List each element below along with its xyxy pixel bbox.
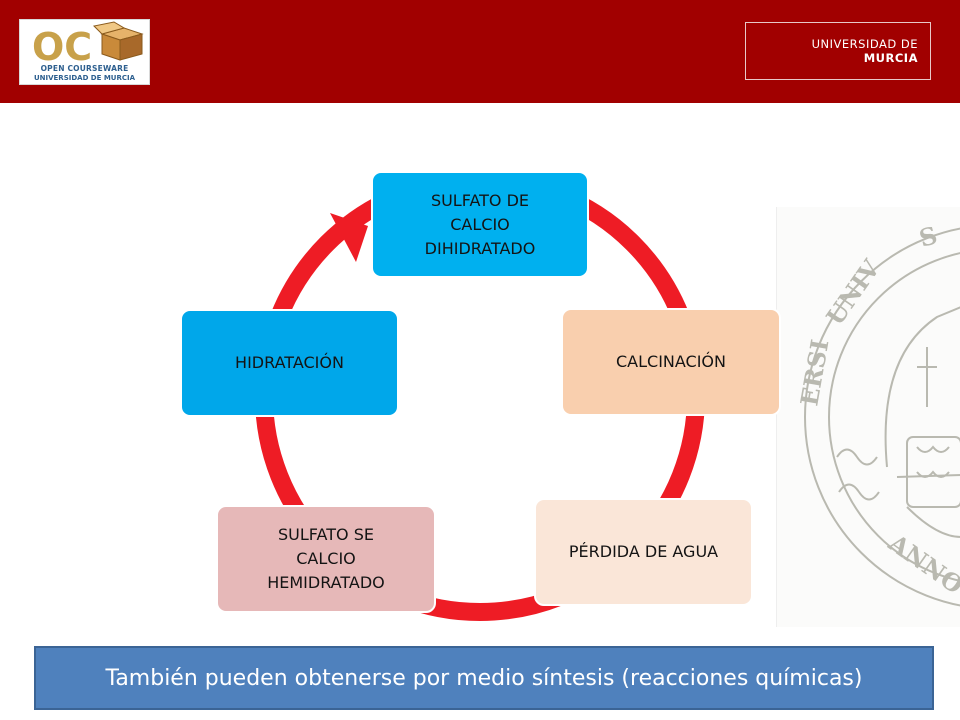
cycle-arrowhead [330, 213, 368, 262]
oc-mark: OC [32, 25, 92, 64]
oc-logo-line1: OPEN COURSEWARE [40, 64, 129, 73]
footer-text: También pueden obtenerse por medio sínte… [105, 665, 863, 691]
universidad-murcia-logo[interactable]: UNIVERSIDAD DE MURCIA [745, 22, 931, 80]
um-logo-line2: MURCIA [863, 51, 918, 65]
node-hidratacion[interactable]: HIDRATACIÓN [180, 309, 399, 417]
um-logo-line1: UNIVERSIDAD DE [811, 37, 918, 51]
header-bar: OC OPEN COURSEWARE UNIVERSIDAD DE MURCIA… [0, 0, 960, 103]
university-seal-watermark: UNIV ERSI ANNO S [776, 207, 960, 627]
node-text: CALCIO [296, 549, 356, 568]
node-sulfato-hemidratado[interactable]: SULFATO SE CALCIO HEMIDRATADO [216, 505, 436, 613]
node-text: HEMIDRATADO [267, 573, 385, 592]
node-sulfato-dihidratado[interactable]: SULFATO DE CALCIO DIHIDRATADO [371, 171, 589, 278]
node-text: HIDRATACIÓN [235, 353, 344, 372]
node-text: CALCIO [450, 214, 510, 234]
node-text: SULFATO SE [278, 525, 374, 544]
node-perdida-agua[interactable]: PÉRDIDA DE AGUA [534, 498, 753, 606]
node-text: DIHIDRATADO [424, 238, 536, 258]
node-text: CALCINACIÓN [615, 352, 726, 371]
node-text: PÉRDIDA DE AGUA [568, 542, 719, 561]
seal-icon: UNIV ERSI ANNO S [794, 220, 960, 607]
opencourseware-logo[interactable]: OC OPEN COURSEWARE UNIVERSIDAD DE MURCIA [19, 19, 150, 85]
oc-logo-line2: UNIVERSIDAD DE MURCIA [33, 74, 136, 82]
oc-box-icon: OC [32, 21, 144, 64]
footer-caption: También pueden obtenerse por medio sínte… [34, 646, 934, 710]
node-text: SULFATO DE [430, 190, 530, 210]
node-calcinacion[interactable]: CALCINACIÓN [561, 308, 781, 416]
